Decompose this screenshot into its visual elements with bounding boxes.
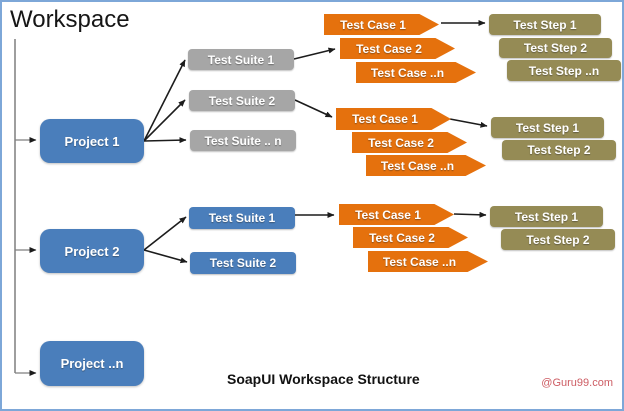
link-arrow-2 (143, 137, 187, 144)
link-arrow-9 (449, 118, 488, 128)
suite-a1-node: Test Suite 1 (188, 49, 294, 70)
case-b1-node: Test Case 1 (336, 108, 451, 130)
page-title: Workspace (10, 6, 130, 33)
link-arrow-6 (294, 99, 333, 118)
link-arrow-4 (143, 249, 188, 264)
link-arrow-10 (453, 211, 487, 218)
case-cn-node: Test Case ..n (368, 251, 488, 272)
project-n-node: Project ..n (40, 341, 144, 386)
step-c2-node: Test Step 2 (501, 229, 615, 250)
project-1-node: Project 1 (40, 119, 144, 163)
diagram-caption: SoapUI Workspace Structure (227, 371, 420, 387)
step-a2-node: Test Step 2 (499, 38, 612, 58)
step-a1-node: Test Step 1 (489, 14, 601, 35)
suite-b1-node: Test Suite 1 (189, 207, 295, 229)
step-b2-node: Test Step 2 (502, 140, 616, 160)
link-arrow-5 (293, 47, 336, 60)
project-2-node: Project 2 (40, 229, 144, 273)
watermark-guru99: @Guru99.com (541, 377, 613, 389)
case-a1-node: Test Case 1 (324, 14, 439, 35)
case-c1-node: Test Case 1 (339, 204, 454, 225)
case-a2-node: Test Case 2 (340, 38, 455, 59)
case-bn-node: Test Case ..n (366, 155, 486, 176)
step-c1-node: Test Step 1 (490, 206, 603, 227)
suite-an-node: Test Suite .. n (190, 130, 296, 151)
step-b1-node: Test Step 1 (491, 117, 604, 138)
step-an-node: Test Step ..n (507, 60, 621, 81)
link-arrow-3 (143, 216, 187, 251)
suite-a2-node: Test Suite 2 (189, 90, 295, 111)
link-arrow-0 (143, 59, 186, 142)
link-arrow-1 (143, 99, 186, 142)
case-c2-node: Test Case 2 (353, 227, 468, 248)
case-b2-node: Test Case 2 (352, 132, 467, 153)
suite-b2-node: Test Suite 2 (190, 252, 296, 274)
case-an-node: Test Case ..n (356, 62, 476, 83)
